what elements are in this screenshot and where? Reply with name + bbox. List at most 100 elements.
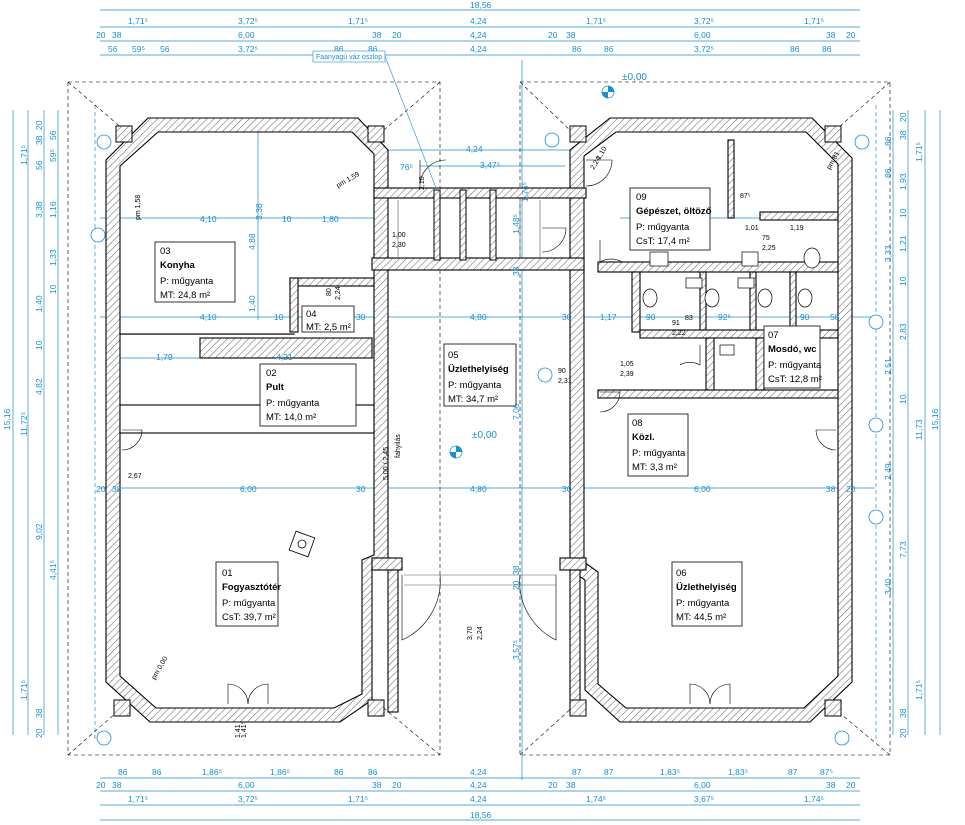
svg-text:86: 86	[790, 44, 800, 54]
svg-text:4,82: 4,82	[34, 378, 44, 395]
svg-text:20: 20	[96, 30, 106, 40]
svg-text:1,41: 1,41	[235, 724, 242, 738]
svg-text:4,24: 4,24	[470, 16, 487, 26]
svg-text:4,24: 4,24	[466, 144, 483, 154]
svg-text:11,72⁵: 11,72⁵	[19, 412, 29, 436]
svg-text:Pult: Pult	[266, 382, 285, 393]
svg-text:4,41⁵: 4,41⁵	[48, 560, 58, 580]
svg-text:3,72⁵: 3,72⁵	[238, 16, 258, 26]
svg-text:56: 56	[34, 160, 44, 170]
svg-text:P: műgyanta: P: műgyanta	[266, 398, 320, 409]
svg-text:7,00: 7,00	[511, 403, 521, 420]
svg-text:08: 08	[632, 418, 643, 429]
svg-text:38: 38	[898, 130, 908, 140]
svg-text:Konyha: Konyha	[160, 260, 196, 271]
svg-text:6,00: 6,00	[238, 30, 255, 40]
dimension-texts: 18,56 18,56 15,16 15,16 1,71⁵ 3,72⁵ 1,71…	[2, 0, 940, 820]
svg-text:2,10: 2,10	[419, 176, 426, 190]
svg-text:1,71⁵: 1,71⁵	[348, 16, 368, 26]
walls	[105, 117, 853, 723]
svg-text:20: 20	[511, 580, 521, 590]
stair-lines	[397, 200, 556, 586]
overall-top: 18,56	[470, 0, 492, 10]
svg-text:MT: 2,5 m²: MT: 2,5 m²	[306, 322, 351, 333]
svg-text:3,67⁵: 3,67⁵	[694, 794, 714, 804]
svg-text:30: 30	[562, 312, 572, 322]
svg-text:1,83⁵: 1,83⁵	[660, 767, 680, 777]
svg-text:90: 90	[800, 312, 810, 322]
svg-text:1,93: 1,93	[898, 173, 908, 190]
columns	[113, 125, 842, 717]
svg-text:1,83⁵: 1,83⁵	[728, 767, 748, 777]
svg-text:38: 38	[372, 780, 382, 790]
svg-text:1,41⁵: 1,41⁵	[241, 721, 248, 738]
svg-text:1,86⁵: 1,86⁵	[270, 767, 290, 777]
svg-text:92⁵: 92⁵	[718, 312, 731, 322]
svg-text:2,22: 2,22	[672, 330, 686, 337]
svg-text:2,83: 2,83	[898, 323, 908, 340]
svg-text:6,00: 6,00	[694, 30, 711, 40]
svg-text:86: 86	[368, 44, 378, 54]
column-note-callout: Faanyagú váz oszlop	[312, 50, 437, 189]
svg-text:9,02: 9,02	[34, 523, 44, 540]
svg-text:Üzlethelyiség: Üzlethelyiség	[448, 364, 509, 375]
svg-text:38: 38	[898, 708, 908, 718]
svg-text:±0,00: ±0,00	[622, 72, 647, 83]
svg-text:1,71⁵: 1,71⁵	[348, 794, 368, 804]
svg-text:09: 09	[636, 192, 647, 203]
svg-text:1,19: 1,19	[790, 225, 804, 232]
svg-text:P: műgyanta: P: műgyanta	[636, 222, 690, 233]
svg-text:Faanyagú váz oszlop: Faanyagú váz oszlop	[316, 54, 382, 61]
overall-right: 15,16	[930, 408, 940, 430]
svg-text:10: 10	[274, 312, 284, 322]
svg-text:3,72⁵: 3,72⁵	[694, 44, 714, 54]
svg-text:P: műgyanta: P: műgyanta	[632, 448, 686, 459]
svg-text:P: műgyanta: P: műgyanta	[768, 360, 822, 371]
svg-text:4,80: 4,80	[470, 312, 487, 322]
svg-text:pm 0,00: pm 0,00	[151, 656, 170, 681]
floor-drain-icon	[288, 530, 316, 558]
svg-text:Fogyasztótér: Fogyasztótér	[222, 582, 281, 593]
svg-text:Gépészet, öltöző: Gépészet, öltöző	[636, 206, 712, 217]
svg-text:38: 38	[34, 135, 44, 145]
svg-text:10: 10	[898, 276, 908, 286]
svg-text:6,00: 6,00	[240, 484, 257, 494]
svg-text:38: 38	[112, 30, 122, 40]
svg-text:87: 87	[572, 767, 582, 777]
svg-text:59⁵: 59⁵	[48, 149, 58, 162]
svg-text:3,38: 3,38	[34, 201, 44, 218]
svg-text:30: 30	[356, 484, 366, 494]
svg-text:56: 56	[48, 130, 58, 140]
svg-text:87⁵: 87⁵	[740, 193, 751, 200]
svg-text:MT: 34,7 m²: MT: 34,7 m²	[448, 394, 498, 405]
svg-text:10: 10	[898, 208, 908, 218]
svg-text:3,33: 3,33	[883, 245, 893, 262]
svg-text:03: 03	[160, 246, 171, 257]
elevation-marker-top: ±0,00	[601, 72, 647, 99]
svg-text:fahyilás: fahyilás	[395, 434, 402, 458]
grid-markers	[90, 132, 884, 746]
svg-text:11,73: 11,73	[914, 419, 924, 440]
svg-text:38: 38	[511, 565, 521, 575]
svg-text:7,73: 7,73	[898, 541, 908, 558]
svg-text:4,24: 4,24	[470, 30, 487, 40]
svg-text:20: 20	[34, 728, 44, 738]
svg-text:3,72⁵: 3,72⁵	[694, 16, 714, 26]
overall-bottom: 18,56	[470, 810, 492, 820]
svg-text:20: 20	[392, 780, 402, 790]
svg-text:86: 86	[822, 44, 832, 54]
svg-text:2,67: 2,67	[128, 473, 142, 480]
svg-text:20: 20	[96, 780, 106, 790]
svg-text:90: 90	[558, 368, 566, 375]
svg-text:MT: 24,8 m²: MT: 24,8 m²	[160, 290, 210, 301]
svg-text:01: 01	[222, 568, 233, 579]
svg-text:38: 38	[34, 708, 44, 718]
svg-text:91: 91	[672, 320, 680, 327]
svg-text:38: 38	[112, 484, 122, 494]
room-label-06: 06 Üzlethelyiség P: műgyanta MT: 44,5 m²	[671, 561, 743, 627]
svg-text:86: 86	[334, 44, 344, 54]
svg-text:2,31: 2,31	[558, 378, 572, 385]
roof-outline	[67, 81, 891, 756]
svg-text:4,24: 4,24	[470, 780, 487, 790]
